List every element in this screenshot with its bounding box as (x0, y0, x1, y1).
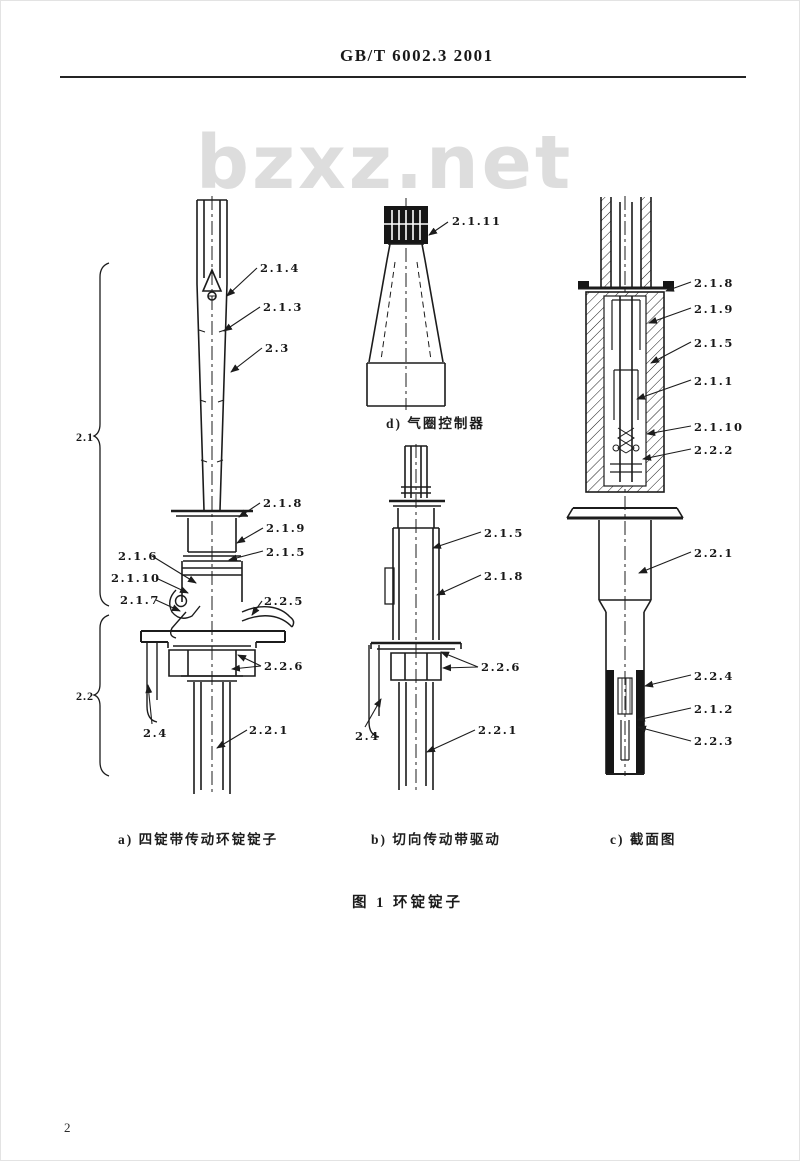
callout-label: 2.1.3 (263, 300, 304, 314)
subfigure-caption-b: b) 切向传动带驱动 (371, 832, 501, 847)
subfigure-caption-d: d) 气圈控制器 (386, 416, 485, 431)
group-bracket-label: 2.1 (76, 430, 94, 444)
callout-label: 2.1.6 (118, 549, 159, 563)
callout-label: 2.1.5 (484, 526, 525, 540)
callout-label: 2.1.9 (266, 521, 307, 535)
subfigure-caption-a: a) 四锭带传动环锭锭子 (118, 832, 279, 847)
header-rule (60, 76, 746, 78)
callout-label: 2.2.6 (264, 659, 305, 673)
callout-label: 2.2.3 (694, 734, 735, 748)
callout-label: 2.4 (143, 726, 168, 740)
callout-label: 2.1.1 (694, 374, 735, 388)
callout-label: 2.2.6 (481, 660, 522, 674)
callout-label: 2.1.5 (694, 336, 735, 350)
callout-label: 2.1.2 (694, 702, 735, 716)
callout-label: 2.1.7 (120, 593, 161, 607)
callout-label: 2.2.1 (478, 723, 519, 737)
callout-label: 2.2.1 (249, 723, 290, 737)
figure-caption: 图 1 环锭锭子 (352, 895, 463, 911)
group-bracket-label: 2.2 (76, 689, 94, 703)
callout-label: 2.3 (265, 341, 290, 355)
callout-label: 2.1.10 (694, 420, 744, 434)
callout-label: 2.1.8 (263, 496, 304, 510)
callout-label: 2.1.5 (266, 545, 307, 559)
watermark-text: bzxz.net (196, 120, 574, 206)
standard-number: GB/T 6002.3 2001 (340, 46, 494, 65)
callout-label: 2.2.2 (694, 443, 735, 457)
page-number: 2 (64, 1120, 71, 1135)
callout-label: 2.2.1 (694, 546, 735, 560)
callout-label: 2.2.5 (264, 594, 305, 608)
callout-label: 2.1.11 (452, 214, 502, 228)
callout-label: 2.1.10 (111, 571, 161, 585)
callout-label: 2.2.4 (694, 669, 735, 683)
callout-label: 2.1.8 (484, 569, 525, 583)
subfigure-caption-c: c) 截面图 (610, 832, 677, 847)
callout-label: 2.1.8 (694, 276, 735, 290)
callout-label: 2.4 (355, 729, 380, 743)
callout-label: 2.1.4 (260, 261, 301, 275)
callout-label: 2.1.9 (694, 302, 735, 316)
